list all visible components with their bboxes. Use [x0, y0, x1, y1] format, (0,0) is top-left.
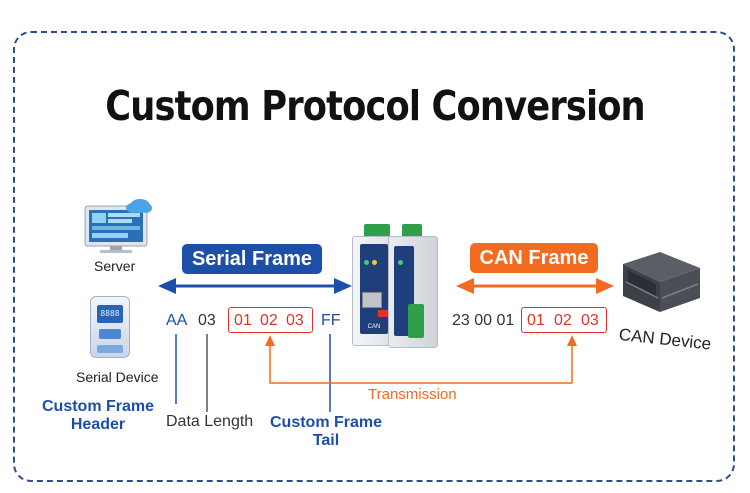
converter-module: CAN: [350, 224, 438, 350]
serial-data-box: [228, 307, 313, 333]
custom-frame-header-line1: Custom Frame: [41, 398, 155, 415]
page-title: Custom Protocol Conversion: [105, 82, 645, 130]
can-data-byte: 03: [581, 312, 599, 329]
can-frame-pill: CAN Frame: [470, 243, 598, 273]
serial-header-byte: AA: [166, 312, 188, 329]
server-label: Server: [94, 258, 136, 274]
transmission-label: Transmission: [368, 386, 457, 403]
serial-length-byte: 03: [198, 312, 216, 329]
module-brand: CAN: [367, 324, 381, 330]
serial-frame-pill: Serial Frame: [182, 244, 322, 274]
serial-device-icon: 8888: [90, 296, 130, 358]
serial-data-byte: 03: [286, 312, 304, 329]
can-data-box: [521, 307, 607, 333]
custom-frame-tail-label: Custom Frame Tail: [268, 414, 384, 450]
serial-data-byte: 02: [260, 312, 278, 329]
can-data-byte: 02: [554, 312, 572, 329]
serial-tail-byte: FF: [321, 312, 341, 329]
can-data-byte: 01: [527, 312, 545, 329]
data-length-label: Data Length: [166, 413, 254, 430]
custom-frame-header-label: Custom Frame Header: [36, 398, 160, 434]
dashed-border-frame: [13, 31, 735, 482]
device-display: 8888: [97, 305, 123, 323]
custom-frame-header-line2: Header: [70, 416, 126, 433]
serial-data-byte: 01: [234, 312, 252, 329]
custom-frame-tail-line1: Custom Frame: [269, 414, 383, 431]
custom-frame-tail-line2: Tail: [312, 432, 340, 449]
can-id-bytes: 23 00 01: [452, 312, 515, 329]
serial-device-label: Serial Device: [76, 369, 159, 385]
